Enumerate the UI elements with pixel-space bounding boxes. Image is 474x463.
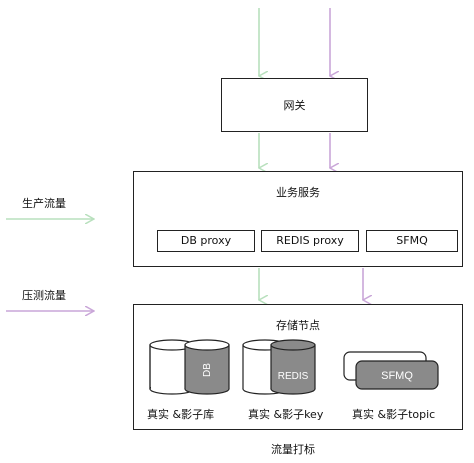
footer-label: 流量打标 [271, 443, 315, 456]
service-box: 业务服务 DB proxy REDIS proxy SFMQ [133, 171, 463, 267]
redis-caption: 真实 &影子key [248, 408, 324, 421]
service-title: 业务服务 [276, 186, 320, 199]
redis-icon-label: REDIS [278, 371, 309, 382]
mq-shadow-rect [355, 360, 439, 390]
db-icon-label: DB [202, 363, 213, 377]
legend-stress-label: 压测流量 [22, 289, 66, 302]
db-shadow-cylinder [184, 339, 230, 395]
gateway-label: 网关 [283, 99, 306, 112]
storage-title: 存储节点 [276, 319, 320, 332]
redis-icon: REDIS [242, 339, 316, 395]
mq-icon-label: SFMQ [381, 370, 413, 382]
legend-production-label: 生产流量 [22, 197, 66, 210]
db-icon: DB [149, 339, 230, 395]
mq-caption: 真实 &影子topic [352, 408, 436, 421]
db-caption: 真实 &影子库 [147, 408, 215, 421]
redis-shadow-cylinder [270, 339, 316, 395]
gateway-box: 网关 [221, 78, 368, 132]
mq-icon: SFMQ [343, 351, 439, 390]
db-proxy: DB proxy [157, 230, 255, 252]
sfmq-proxy: SFMQ [366, 230, 458, 252]
redis-proxy: REDIS proxy [261, 230, 359, 252]
